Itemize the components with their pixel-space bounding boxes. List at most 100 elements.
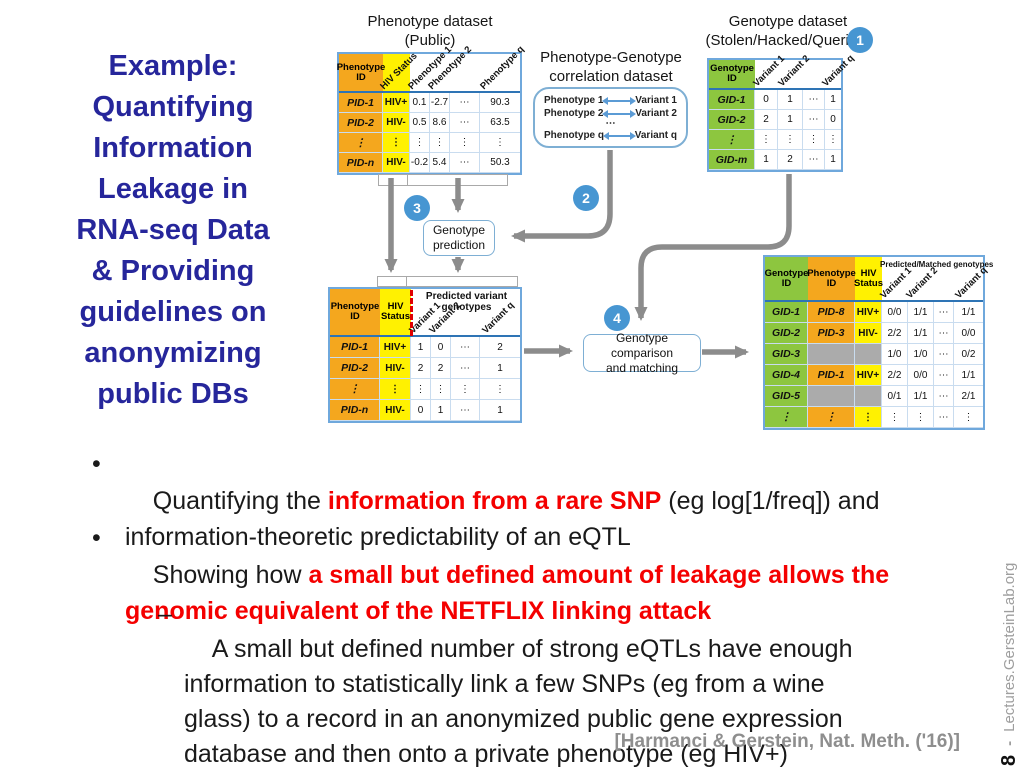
table-cell: ⋮ bbox=[803, 130, 825, 150]
bullet-marker: • bbox=[92, 524, 101, 552]
table-cell: ⋮ bbox=[825, 130, 841, 150]
correlation-phenotype-label: Phenotype q bbox=[544, 130, 605, 141]
correlation-row: Phenotype 2 Variant 2 bbox=[544, 107, 677, 120]
table-cell: 90.3 bbox=[480, 93, 520, 113]
table-cell: ⋮ bbox=[908, 407, 934, 428]
table-cell: PID-n bbox=[339, 153, 383, 173]
slide-title: Example: Quantifying Information Leakage… bbox=[76, 50, 270, 410]
correlation-ellipsis: ⋯ bbox=[605, 118, 616, 129]
table-row: ⋮⋮⋮⋮⋮ bbox=[709, 130, 841, 150]
double-arrow-icon bbox=[602, 109, 637, 118]
column-header-phenotype-id: Phenotype ID bbox=[336, 61, 386, 83]
column-header-genotype-id: Genotype ID bbox=[764, 267, 809, 289]
sidebar-strip: 8 - Lectures.GersteinLab.org bbox=[998, 516, 1020, 766]
table-cell: PID-3 bbox=[808, 323, 855, 344]
result-table-header: Genotype ID Phenotype ID HIV Status Pred… bbox=[764, 257, 993, 302]
table-cell: ⋮ bbox=[808, 407, 855, 428]
table-cell: ⋯ bbox=[451, 400, 480, 421]
table-cell: ⋯ bbox=[934, 386, 954, 407]
table-cell: ⋯ bbox=[934, 365, 954, 386]
genotype-dataset-title: Genotype dataset (Stolen/Hacked/Queried) bbox=[705, 13, 871, 49]
table-cell: -2.7 bbox=[430, 93, 450, 113]
table-cell: 1 bbox=[480, 400, 520, 421]
correlation-row: Phenotype q Variant q bbox=[544, 129, 677, 142]
table-cell: ⋮ bbox=[450, 133, 480, 153]
red-dashed-divider bbox=[410, 290, 413, 336]
correlation-variant-label: Variant 2 bbox=[635, 108, 677, 119]
column-header-phenotype-id: Phenotype ID bbox=[807, 267, 856, 289]
matched-genotypes-group-label: Predicted/Matched genotypes bbox=[880, 260, 994, 269]
table-cell: PID-1 bbox=[330, 337, 380, 358]
table-cell: 5.4 bbox=[430, 153, 450, 173]
table-cell: ⋮ bbox=[855, 407, 882, 428]
table-cell bbox=[855, 386, 882, 407]
table-cell: HIV- bbox=[383, 113, 410, 133]
column-header-genotype-id: Genotype ID bbox=[710, 63, 754, 84]
header-band-green bbox=[709, 60, 755, 88]
table-row: ⋮⋮⋮⋮⋮⋮ bbox=[330, 379, 520, 400]
table-cell: PID-2 bbox=[330, 358, 380, 379]
table-cell: ⋮ bbox=[765, 407, 808, 428]
double-arrow-icon bbox=[602, 96, 637, 105]
column-header-hiv-status: HIV Status bbox=[380, 301, 411, 322]
table-cell: ⋮ bbox=[954, 407, 983, 428]
table-cell: 50.3 bbox=[480, 153, 520, 173]
matched-genotypes-table: Genotype ID Phenotype ID HIV Status Pred… bbox=[763, 255, 993, 430]
table-cell: 2 bbox=[755, 110, 778, 130]
table-cell: HIV+ bbox=[855, 302, 882, 323]
table-cell: 1/1 bbox=[954, 365, 983, 386]
table-cell: GID-1 bbox=[765, 302, 808, 323]
bullet-1-highlight: information from a rare SNP bbox=[327, 487, 662, 515]
table-cell: ⋮ bbox=[882, 407, 908, 428]
header-band-yellow bbox=[383, 54, 410, 91]
table-cell: 1/0 bbox=[908, 344, 934, 365]
connector-bracket bbox=[407, 174, 508, 186]
table-cell: ⋮ bbox=[410, 133, 430, 153]
step-badge-2: 2 bbox=[573, 185, 599, 211]
table-cell: PID-2 bbox=[339, 113, 383, 133]
table-row: ⋮⋮⋮⋮⋮⋯⋮ bbox=[765, 407, 983, 428]
table-cell: 1 bbox=[825, 150, 841, 170]
table-cell: ⋮ bbox=[430, 133, 450, 153]
table-cell: ⋮ bbox=[330, 379, 380, 400]
sub-bullet-marker: – bbox=[158, 600, 172, 628]
column-header-phenotype-q: Phenotype q bbox=[478, 43, 527, 92]
table-cell: 2 bbox=[778, 150, 803, 170]
predicted-genotypes-table: Phenotype ID HIV Status Predicted varian… bbox=[328, 287, 522, 423]
table-cell: 0.5 bbox=[410, 113, 430, 133]
table-cell: GID-1 bbox=[709, 90, 755, 110]
table-cell: HIV- bbox=[383, 153, 410, 173]
table-cell: 0 bbox=[411, 400, 431, 421]
table-cell: ⋯ bbox=[934, 302, 954, 323]
sidebar-dash: - bbox=[1000, 740, 1018, 746]
page-number: 8 bbox=[997, 754, 1020, 766]
bullet-2: •Showing how a small but defined amount … bbox=[92, 521, 970, 665]
table-cell: 1 bbox=[411, 337, 431, 358]
table-cell: 1 bbox=[755, 150, 778, 170]
table-cell bbox=[855, 344, 882, 365]
step-badge-4: 4 bbox=[604, 305, 630, 331]
table-cell: PID-n bbox=[330, 400, 380, 421]
genotype-prediction-box: Genotype prediction bbox=[423, 220, 495, 256]
table-cell: 0 bbox=[825, 110, 841, 130]
table-cell: ⋮ bbox=[480, 379, 520, 400]
table-cell: 0 bbox=[431, 337, 451, 358]
connector-bracket bbox=[378, 174, 408, 186]
table-cell: ⋮ bbox=[431, 379, 451, 400]
correlation-variant-label: Variant 1 bbox=[635, 95, 677, 106]
table-cell: 2/2 bbox=[882, 323, 908, 344]
table-cell: -0.2 bbox=[410, 153, 430, 173]
table-cell: ⋯ bbox=[934, 323, 954, 344]
table-cell: 8.6 bbox=[430, 113, 450, 133]
table-cell: ⋯ bbox=[934, 344, 954, 365]
table-cell: 2/1 bbox=[954, 386, 983, 407]
